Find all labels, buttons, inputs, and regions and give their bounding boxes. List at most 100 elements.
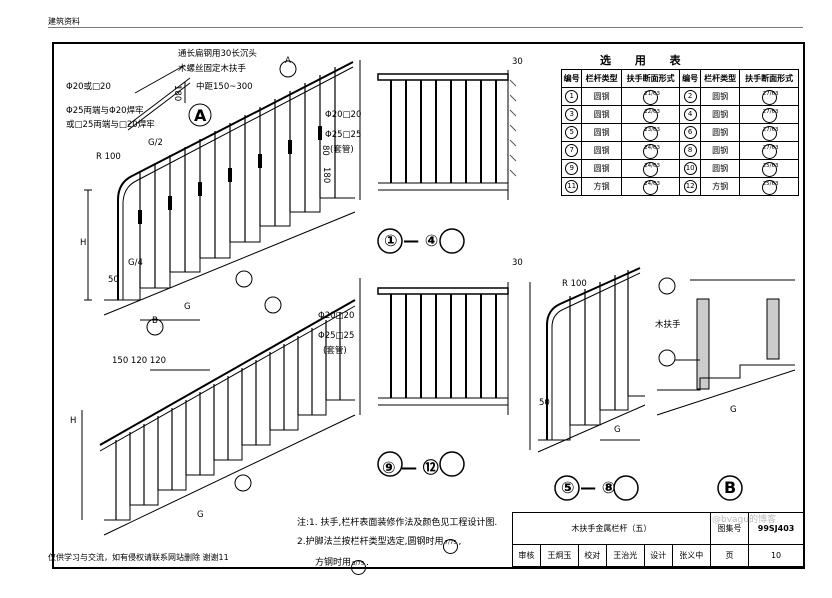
stair-bottom-left	[81, 296, 356, 536]
rail-type: 圆钢	[581, 87, 622, 106]
row-number: 8	[679, 141, 701, 160]
annotation-h: H	[80, 238, 87, 248]
annotation-r100b: R 100	[562, 279, 587, 289]
group-label-9-12: ⑨ — ⑫	[382, 458, 439, 477]
annotation-spacing: 中距150~300	[196, 82, 253, 92]
table-header: 栏杆类型	[581, 69, 622, 88]
row-number: 12	[679, 177, 701, 196]
annotation-circ-b: B	[152, 316, 158, 326]
handrail-section: 27/63	[739, 123, 799, 142]
review-signature: 王炯玉	[539, 544, 579, 567]
annotation-dim80: 80	[320, 145, 330, 156]
annotation-g-quarter: G/4	[128, 258, 143, 268]
annotation-g-half: G/2	[148, 138, 163, 148]
handrail-section: 24/63	[620, 159, 681, 178]
annotation-dim180: 180	[172, 85, 182, 102]
table-header: 扶手断面形式	[620, 69, 681, 88]
row-number: 10	[679, 159, 701, 178]
detail-a-sketch	[127, 64, 212, 131]
annotation-pipe25b: 或□25両端与□20焊牢	[66, 120, 155, 130]
rail-type: 圆钢	[699, 141, 741, 160]
flat-rail-bottom	[359, 278, 509, 415]
drawing-sheet-border	[52, 42, 805, 569]
handrail-section: 22/63	[620, 105, 681, 124]
row-number: 11	[560, 177, 583, 196]
row-number: 6	[679, 123, 701, 142]
design-signature: 张义中	[671, 544, 711, 567]
page-label: 页	[709, 544, 750, 567]
annotation-g2: G	[197, 510, 204, 520]
rail-type: 方钢	[581, 177, 622, 196]
review-label: 审核	[512, 544, 541, 567]
header-text: 建筑资料	[48, 17, 80, 26]
annotation-g4: G	[730, 405, 737, 415]
design-label: 设计	[643, 544, 673, 567]
atlas-number: 99SJ403	[748, 512, 804, 545]
rail-type: 方钢	[699, 177, 741, 196]
table-header: 编号	[560, 69, 583, 88]
rail-type: 圆钢	[699, 105, 741, 124]
annotation-g3: G	[614, 425, 621, 435]
stair-5-8	[529, 267, 646, 453]
annotation-phi25: Φ25□25	[325, 130, 362, 140]
annotation-g: G	[184, 302, 191, 312]
watermark: @bvagu的博客	[712, 515, 776, 525]
note-line-2: 2.护脚法兰按栏杆类型选定,圆钢时用7/75,	[297, 533, 497, 554]
annotation-h2: H	[70, 416, 77, 426]
row-number: 3	[560, 105, 583, 124]
handrail-section: 24/63	[620, 141, 681, 160]
annotation-phi20: Φ20□20	[325, 110, 362, 120]
annotation-dim180b: 180	[321, 167, 331, 184]
detail-a-label: A	[194, 106, 207, 125]
drawing-title: 木扶手金属栏杆（五）	[512, 512, 711, 545]
header-rule	[48, 27, 803, 28]
atlas-label: 图集号	[709, 512, 750, 545]
handrail-section: 27/63	[739, 105, 799, 124]
frac-7-75: 7/75	[443, 539, 459, 554]
rail-type: 圆钢	[581, 105, 622, 124]
row-number: 4	[679, 105, 701, 124]
note-line-3: 方钢时用8/75.	[297, 554, 497, 575]
annotation-d50: 50	[108, 275, 119, 285]
handrail-section: 25/63	[739, 177, 799, 196]
group-label-b: B	[724, 478, 737, 497]
annotation-screw: 木螺丝固定木扶手	[178, 64, 247, 74]
rail-type: 圆钢	[699, 123, 741, 142]
selection-table-title: 选 用 表	[600, 54, 691, 67]
rail-type: 圆钢	[699, 87, 741, 106]
handrail-section: 25/63	[739, 159, 799, 178]
stair-top-left	[84, 60, 356, 336]
table-header: 编号	[679, 69, 701, 88]
table-header: 栏杆类型	[699, 69, 741, 88]
page-number: 10	[748, 544, 804, 567]
row-number: 1	[560, 87, 583, 106]
detail-b	[656, 277, 796, 416]
rail-type: 圆钢	[581, 159, 622, 178]
annotation-sleeve: (套管)	[330, 145, 354, 155]
annotation-sleeveb: (套管)	[323, 346, 347, 356]
row-number: 5	[560, 123, 583, 142]
annotation-flat-steel: 通长扁钢用30长沉头	[178, 49, 257, 59]
handrail-section: 23/63	[620, 123, 681, 142]
frac-8-75: 8/75	[351, 560, 367, 575]
table-header-row: 编号 栏杆类型 扶手断面形式 编号 栏杆类型 扶手断面形式	[560, 69, 799, 88]
annotation-r100: R 100	[96, 152, 121, 162]
row-number: 7	[560, 141, 583, 160]
rail-type: 圆钢	[581, 123, 622, 142]
annotation-sq20: Φ20或□20	[66, 82, 111, 92]
annotation-d50b: 50	[539, 398, 550, 408]
row-number: 9	[560, 159, 583, 178]
note-line-1: 注:1. 扶手,栏杆表面装修作法及颜色见工程设计图.	[297, 518, 498, 528]
check-label: 校对	[577, 544, 607, 567]
annotation-pipe25: Φ25両端与Φ20焊牢	[66, 106, 144, 116]
group-label-1-4: ① — ④	[384, 231, 439, 250]
row-number: 2	[679, 87, 701, 106]
handrail-section: 27/63	[739, 141, 799, 160]
